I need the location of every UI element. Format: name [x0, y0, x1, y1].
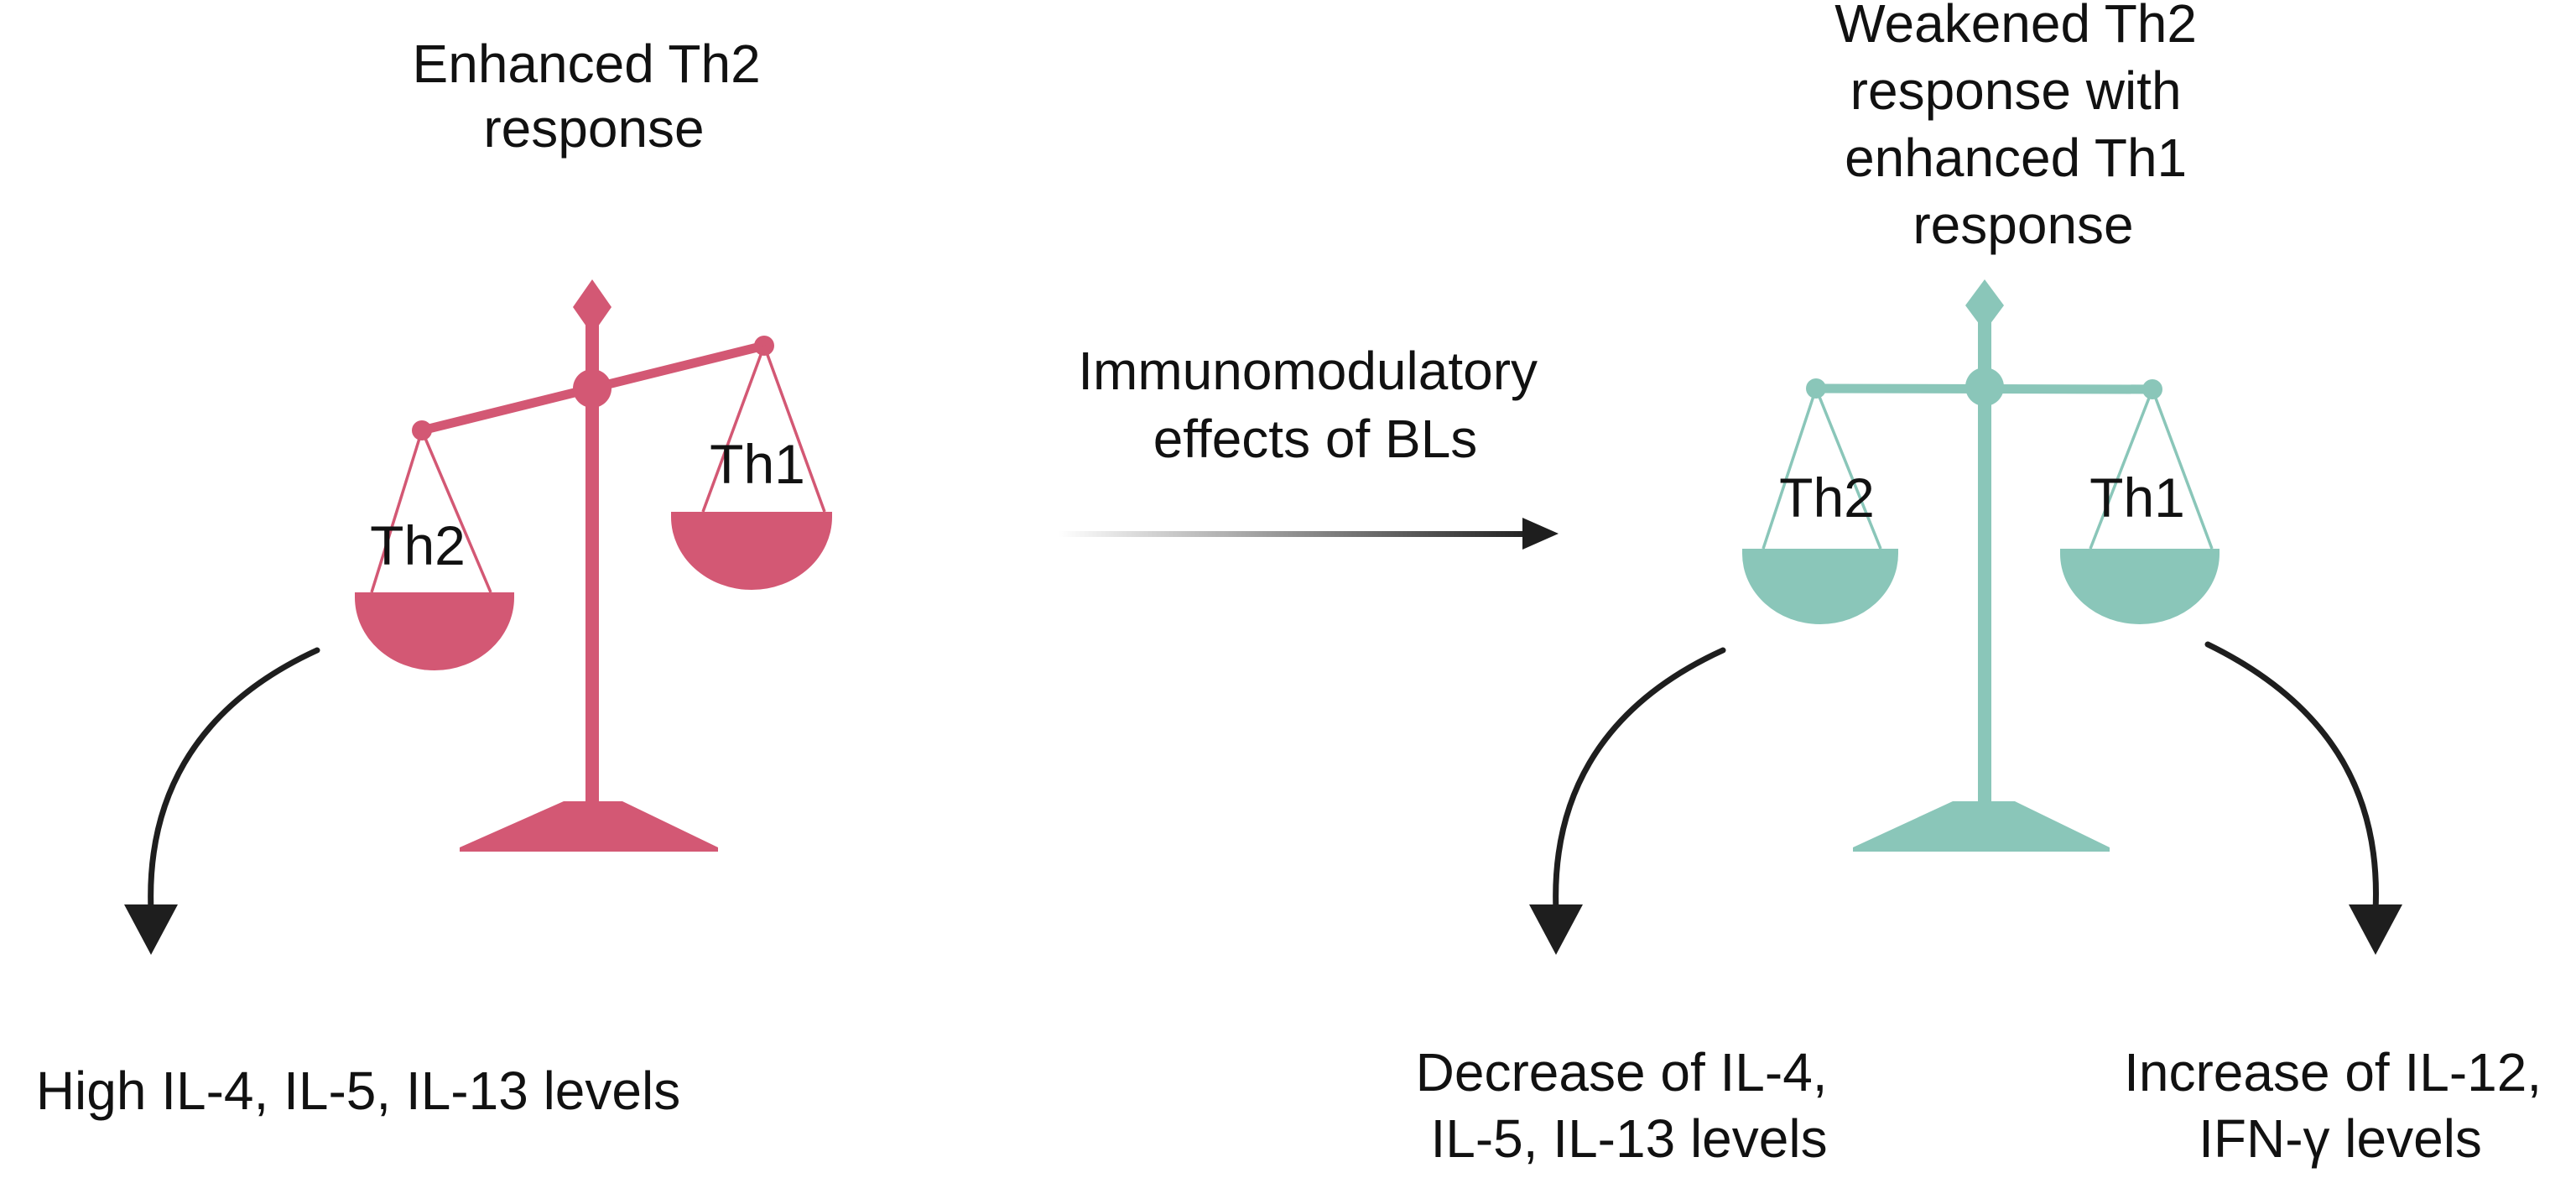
- right-title-line-2: response with: [1850, 60, 2182, 121]
- middle-outcome-arrow-curve: [1553, 647, 1726, 914]
- right-scale-th1-label: Th1: [2089, 467, 2185, 529]
- right-scale-pole: [1978, 305, 1991, 804]
- outcome-arrows: [148, 641, 2379, 914]
- left-scale-pan-th1: [671, 512, 832, 590]
- left-title-line-2: response: [483, 98, 704, 159]
- left-pan-string: [370, 430, 424, 593]
- left-outcome-text: High IL-4, IL-5, IL-13 levels: [36, 1061, 680, 1121]
- right-pan-string: [701, 345, 766, 513]
- right-outcome-arrowhead: [2349, 904, 2402, 955]
- left-outcome-line-1: High IL-4, IL-5, IL-13 levels: [36, 1061, 680, 1121]
- center-label-line-1: Immunomodulatory: [1078, 341, 1538, 401]
- right-scale-base: [1853, 801, 2110, 852]
- right-scale-pan-th1: [2060, 549, 2220, 624]
- center-arrow-label: Immunomodulatory effects of BLs: [1078, 341, 1553, 469]
- left-scale-base: [460, 801, 718, 852]
- left-scale-title: Enhanced Th2 response: [413, 34, 776, 159]
- left-scale-pan-th2: [355, 592, 514, 670]
- right-outcome-arrow-curve: [2204, 641, 2379, 914]
- right-outcome-line-1: Increase of IL-12,: [2124, 1042, 2542, 1102]
- left-outcome-arrow-curve: [148, 647, 320, 914]
- left-scale-th1-label: Th1: [710, 433, 805, 495]
- right-scale-right-string: [2151, 388, 2214, 550]
- center-arrow-head: [1522, 518, 1559, 550]
- right-scale-right-string: [2089, 388, 2154, 550]
- right-scale-pivot: [1965, 367, 2004, 406]
- middle-outcome-line-2: IL-5, IL-13 levels: [1430, 1108, 1827, 1169]
- left-pan-string: [420, 430, 492, 593]
- left-balance-scale: Enhanced Th2 response Th2 Th1: [355, 34, 832, 852]
- middle-outcome-text: Decrease of IL-4, IL-5, IL-13 levels: [1416, 1042, 1843, 1169]
- middle-outcome-arrowhead: [1529, 904, 1583, 955]
- center-label-line-2: effects of BLs: [1153, 409, 1478, 469]
- right-pan-string: [762, 345, 826, 513]
- right-title-line-1: Weakened Th2: [1834, 0, 2197, 54]
- left-title-line-1: Enhanced Th2: [413, 34, 761, 94]
- right-outcome-text: Increase of IL-12, IFN-γ levels: [2124, 1042, 2557, 1169]
- right-balance-scale: Weakened Th2 response with enhanced Th1 …: [1742, 0, 2220, 852]
- center-arrow-shaft: [1059, 531, 1537, 537]
- left-scale-pole: [585, 307, 599, 804]
- right-title-line-4: response: [1912, 195, 2133, 255]
- outcome-arrowheads: [124, 904, 2402, 955]
- right-scale-left-string: [1762, 388, 1818, 550]
- left-scale-pivot: [573, 369, 611, 408]
- right-scale-left-string: [1814, 388, 1882, 550]
- middle-outcome-line-1: Decrease of IL-4,: [1416, 1042, 1828, 1102]
- right-outcome-line-2: IFN-γ levels: [2199, 1108, 2482, 1169]
- left-outcome-arrowhead: [124, 904, 178, 955]
- left-scale-th2-label: Th2: [370, 514, 466, 576]
- right-scale-body: [1742, 279, 2220, 852]
- right-scale-th2-label: Th2: [1779, 467, 1875, 529]
- left-scale-body: [355, 279, 832, 852]
- center-transition: Immunomodulatory effects of BLs: [1059, 341, 1559, 550]
- right-title-line-3: enhanced Th1: [1845, 128, 2187, 188]
- right-scale-title: Weakened Th2 response with enhanced Th1 …: [1834, 0, 2212, 255]
- right-scale-pan-th2: [1742, 549, 1898, 624]
